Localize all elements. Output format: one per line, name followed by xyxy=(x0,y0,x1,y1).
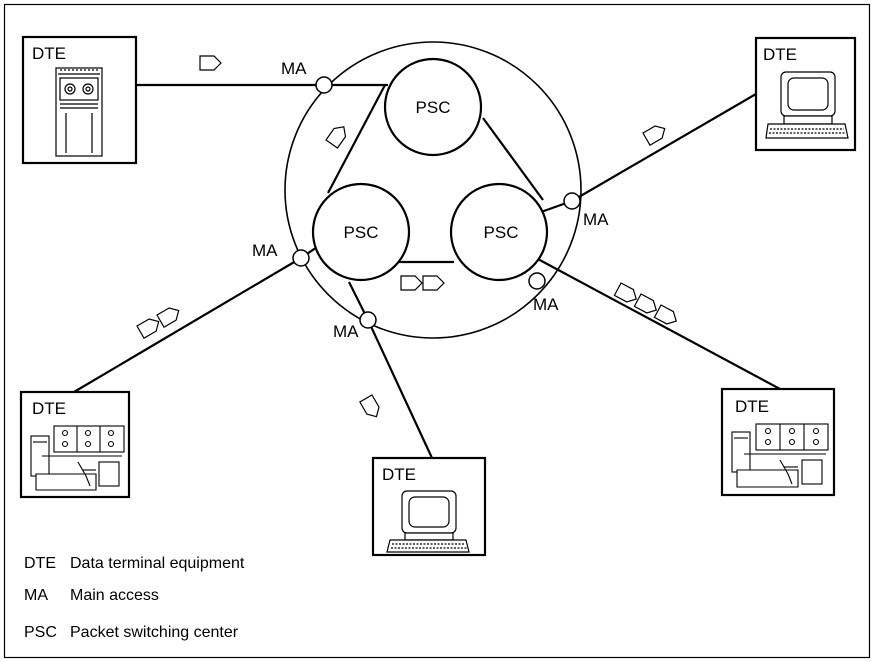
ma-label: MA xyxy=(533,295,559,314)
mainframe-computer-icon xyxy=(55,67,103,157)
data-packet-icon xyxy=(400,275,423,291)
dte-label: DTE xyxy=(32,44,66,63)
ma-point-bottom-right xyxy=(528,272,546,290)
legend-abbr: MA xyxy=(24,587,48,604)
dte-label: DTE xyxy=(735,397,769,416)
link-psc-top-right xyxy=(482,117,544,201)
ma-label: MA xyxy=(333,322,359,341)
legend: DTE Data terminal equipment MA Main acce… xyxy=(24,555,245,641)
ma-label: MA xyxy=(281,59,307,78)
office-workstation-icon xyxy=(30,425,125,491)
data-packet-icon xyxy=(422,275,445,291)
link-ma-dte-topright xyxy=(571,93,757,202)
ma-label: MA xyxy=(583,210,609,229)
diagram-frame xyxy=(3,3,871,659)
ma-point-top-left xyxy=(315,76,333,94)
psc-label: PSC xyxy=(416,98,451,117)
main-access-points xyxy=(292,76,581,329)
dte-bottom-middle: DTE xyxy=(371,456,487,557)
legend-text: Data terminal equipment xyxy=(70,555,245,572)
data-packet-icon xyxy=(642,121,669,146)
network-boundary-circle xyxy=(284,41,582,339)
dte-label: DTE xyxy=(32,399,66,418)
ma-point-left xyxy=(292,249,310,267)
link-psc-right-dte-bottomright xyxy=(535,257,781,390)
computer-terminal-icon xyxy=(386,490,470,553)
data-packet-icon xyxy=(136,314,163,339)
data-packet-icon xyxy=(359,394,384,421)
dte-top-left: DTE xyxy=(21,35,138,165)
dte-label: DTE xyxy=(763,45,797,64)
data-packet-icon xyxy=(156,303,183,328)
dte-label: DTE xyxy=(382,465,416,484)
dte-top-right: DTE xyxy=(754,36,857,152)
psc-node-top: PSC xyxy=(383,57,483,157)
link-ma-dte-bottomleft xyxy=(73,257,302,393)
ma-label: MA xyxy=(252,241,278,260)
legend-abbr: PSC xyxy=(24,624,57,641)
link-psc-top-left xyxy=(327,84,386,194)
dte-bottom-right: DTE xyxy=(720,387,836,497)
legend-text: Main access xyxy=(70,587,159,604)
ma-point-bottom xyxy=(359,311,377,329)
data-packet-icon xyxy=(325,122,351,149)
psc-node-left: PSC xyxy=(311,182,411,282)
computer-terminal-icon xyxy=(765,71,849,139)
office-workstation-icon xyxy=(731,423,829,488)
dte-bottom-left: DTE xyxy=(19,390,131,499)
ma-point-right xyxy=(563,192,581,210)
psc-node-right: PSC xyxy=(449,182,549,282)
data-packet-icon xyxy=(199,55,222,71)
link-ma-dte-bottom xyxy=(367,319,433,459)
legend-text: Packet switching center xyxy=(70,624,239,641)
psc-label: PSC xyxy=(344,223,379,242)
legend-abbr: DTE xyxy=(24,555,56,572)
psc-label: PSC xyxy=(484,223,519,242)
